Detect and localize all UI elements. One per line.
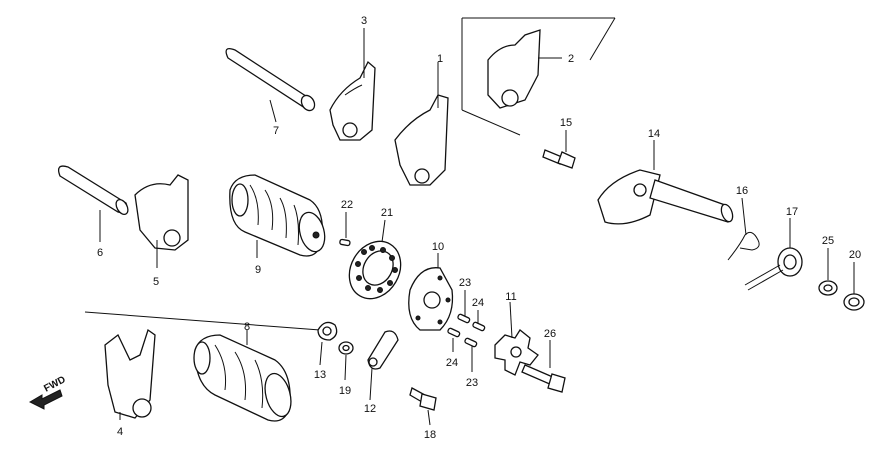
- shift-drum-8: [193, 334, 292, 422]
- label-23-lower: 23: [466, 377, 478, 389]
- spring-16: [727, 231, 760, 261]
- star-plate-11: [494, 329, 539, 376]
- shift-fork-2: [487, 29, 541, 109]
- callout-labels: 1 2 3 4 5 6 7 8 9 10 11 12 13 14 15 16 1…: [97, 15, 861, 441]
- label-8: 8: [244, 321, 250, 333]
- label-25: 25: [822, 235, 834, 247]
- label-21: 21: [381, 207, 393, 219]
- shift-spindle-14: [597, 169, 734, 225]
- label-9: 9: [255, 264, 261, 276]
- fork-shaft-7: [225, 47, 316, 112]
- stopper-arm-12: [367, 330, 399, 370]
- drum-center-10: [408, 267, 454, 331]
- label-24-lower: 24: [446, 357, 458, 369]
- label-5: 5: [153, 276, 159, 288]
- fork-shaft-6: [57, 165, 129, 216]
- bolt-26: [521, 364, 566, 393]
- label-17: 17: [786, 206, 798, 218]
- label-6: 6: [97, 247, 103, 259]
- fwd-label: FWD: [42, 374, 67, 394]
- torsion-spring-17: [744, 247, 803, 291]
- label-16: 16: [736, 185, 748, 197]
- label-19: 19: [339, 385, 351, 397]
- shift-drum-9: [229, 174, 326, 257]
- bolt-18: [409, 387, 437, 411]
- pins-23-24: [447, 313, 486, 348]
- label-3: 3: [361, 15, 367, 27]
- shift-fork-3: [329, 60, 376, 141]
- label-10: 10: [432, 241, 444, 253]
- label-7: 7: [273, 125, 279, 137]
- clip-13: [317, 321, 338, 341]
- label-15: 15: [560, 117, 572, 129]
- inset-frame-top-right: [461, 17, 616, 136]
- label-1: 1: [437, 53, 443, 65]
- leader-lines: [99, 28, 855, 426]
- pin-22: [339, 238, 351, 247]
- shift-fork-5: [134, 174, 189, 251]
- label-12: 12: [364, 403, 376, 415]
- label-4: 4: [117, 426, 123, 438]
- shift-fork-1: [394, 94, 449, 186]
- washer-20: [843, 293, 865, 311]
- label-11: 11: [505, 291, 516, 303]
- label-26: 26: [544, 328, 556, 340]
- washer-19: [338, 341, 354, 355]
- washer-25: [818, 280, 838, 296]
- bolt-15: [542, 149, 576, 169]
- label-14: 14: [648, 128, 660, 140]
- fwd-arrow-icon: FWD: [28, 374, 68, 410]
- bearing-21: [348, 240, 402, 300]
- inset-frame-bottom-left: [84, 311, 321, 331]
- label-20: 20: [849, 249, 861, 261]
- shift-fork-4: [104, 328, 156, 419]
- label-22: 22: [341, 199, 353, 211]
- label-2: 2: [568, 53, 574, 65]
- label-18: 18: [424, 429, 436, 441]
- label-23-upper: 23: [459, 277, 471, 289]
- label-24-upper: 24: [472, 297, 484, 309]
- label-13: 13: [314, 369, 326, 381]
